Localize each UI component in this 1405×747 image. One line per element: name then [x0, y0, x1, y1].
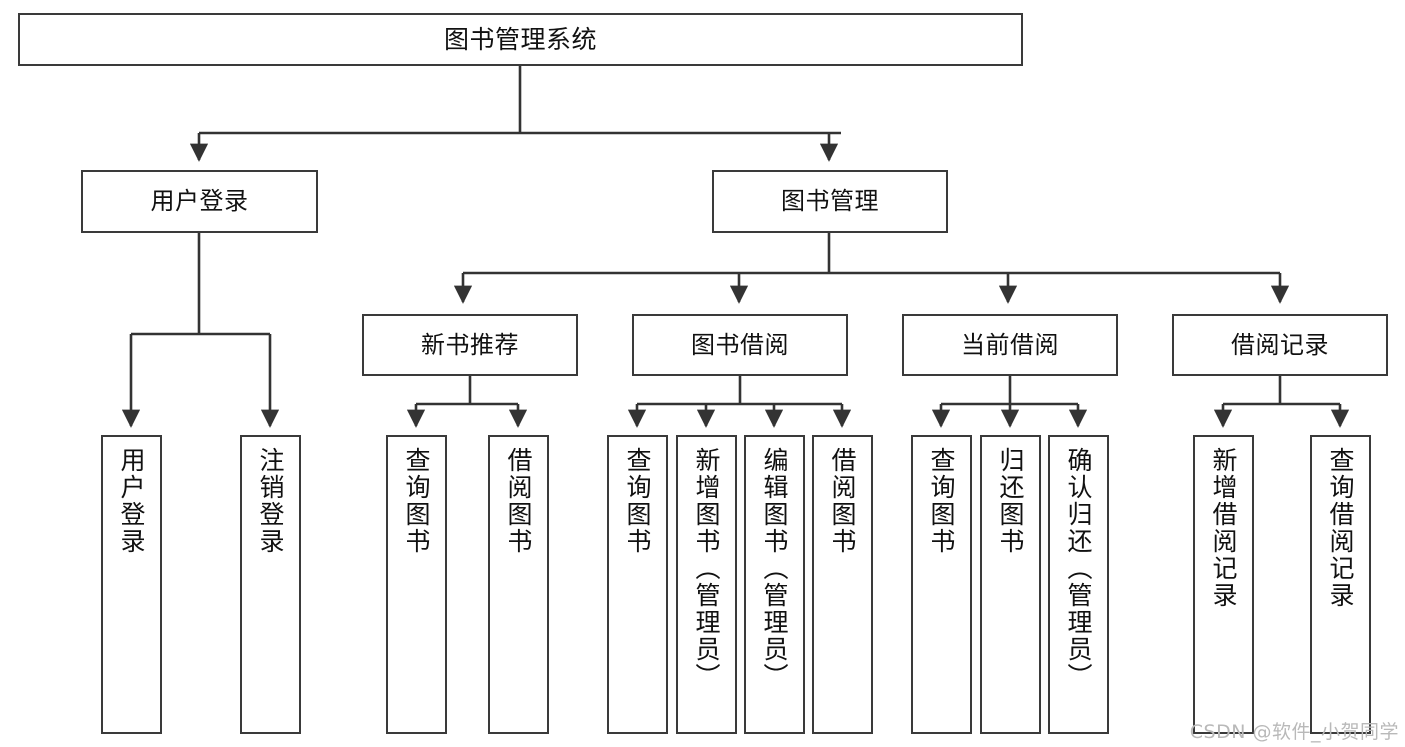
node-borrow-records[interactable]: 借阅记录: [1172, 314, 1388, 376]
leaf-borrow-book-new[interactable]: 借阅图书: [488, 435, 549, 734]
node-label: 用户登录: [150, 187, 249, 216]
node-label: 新增借阅记录: [1209, 447, 1238, 609]
node-current-borrow[interactable]: 当前借阅: [902, 314, 1118, 376]
leaf-query-book-current[interactable]: 查询图书: [911, 435, 972, 734]
node-label: 查询图书: [623, 447, 652, 555]
node-label: 借阅图书: [504, 447, 533, 555]
node-label: 图书管理: [781, 187, 879, 216]
leaf-add-book-admin[interactable]: 新增图书（管理员）: [676, 435, 737, 734]
node-book-borrow[interactable]: 图书借阅: [632, 314, 848, 376]
node-root-system[interactable]: 图书管理系统: [18, 13, 1023, 66]
leaf-borrow-book[interactable]: 借阅图书: [812, 435, 873, 734]
node-label: 查询借阅记录: [1326, 447, 1355, 609]
node-label: 查询图书: [402, 447, 431, 555]
node-label: 新书推荐: [421, 330, 519, 359]
csdn-watermark: CSDN @软件_小贺同学: [1189, 721, 1399, 743]
node-label: 查询图书: [927, 447, 956, 555]
leaf-query-borrow-record[interactable]: 查询借阅记录: [1310, 435, 1371, 734]
node-label: 当前借阅: [961, 330, 1059, 359]
node-label: 编辑图书（管理员）: [760, 447, 789, 690]
leaf-user-login[interactable]: 用户登录: [101, 435, 162, 734]
node-label: 借阅记录: [1231, 330, 1329, 359]
node-label: 注销登录: [256, 447, 285, 555]
node-label: 图书管理系统: [443, 24, 597, 54]
leaf-edit-book-admin[interactable]: 编辑图书（管理员）: [744, 435, 805, 734]
node-user-login[interactable]: 用户登录: [81, 170, 318, 233]
leaf-logout[interactable]: 注销登录: [240, 435, 301, 734]
node-label: 新增图书（管理员）: [692, 447, 721, 690]
node-label: 借阅图书: [828, 447, 857, 555]
leaf-add-borrow-record[interactable]: 新增借阅记录: [1193, 435, 1254, 734]
leaf-query-book-borrow[interactable]: 查询图书: [607, 435, 668, 734]
leaf-query-book-new[interactable]: 查询图书: [386, 435, 447, 734]
node-book-management[interactable]: 图书管理: [712, 170, 948, 233]
node-label: 确认归还（管理员）: [1064, 447, 1093, 690]
node-new-book-recommend[interactable]: 新书推荐: [362, 314, 578, 376]
node-label: 用户登录: [117, 447, 146, 555]
leaf-confirm-return-admin[interactable]: 确认归还（管理员）: [1048, 435, 1109, 734]
leaf-return-book[interactable]: 归还图书: [980, 435, 1041, 734]
node-label: 图书借阅: [691, 330, 789, 359]
node-label: 归还图书: [996, 447, 1025, 555]
